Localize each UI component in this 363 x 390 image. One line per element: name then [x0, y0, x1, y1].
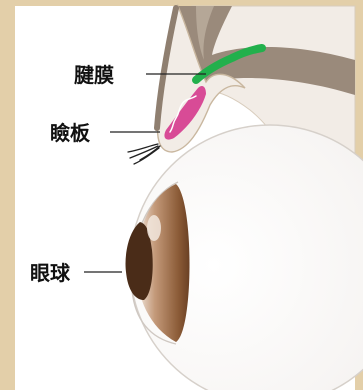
lens-highlight — [147, 215, 161, 241]
label-tendon: 腱膜 — [74, 63, 114, 87]
label-eyeball: 眼球 — [30, 261, 71, 285]
label-tarsus: 瞼板 — [50, 121, 91, 145]
